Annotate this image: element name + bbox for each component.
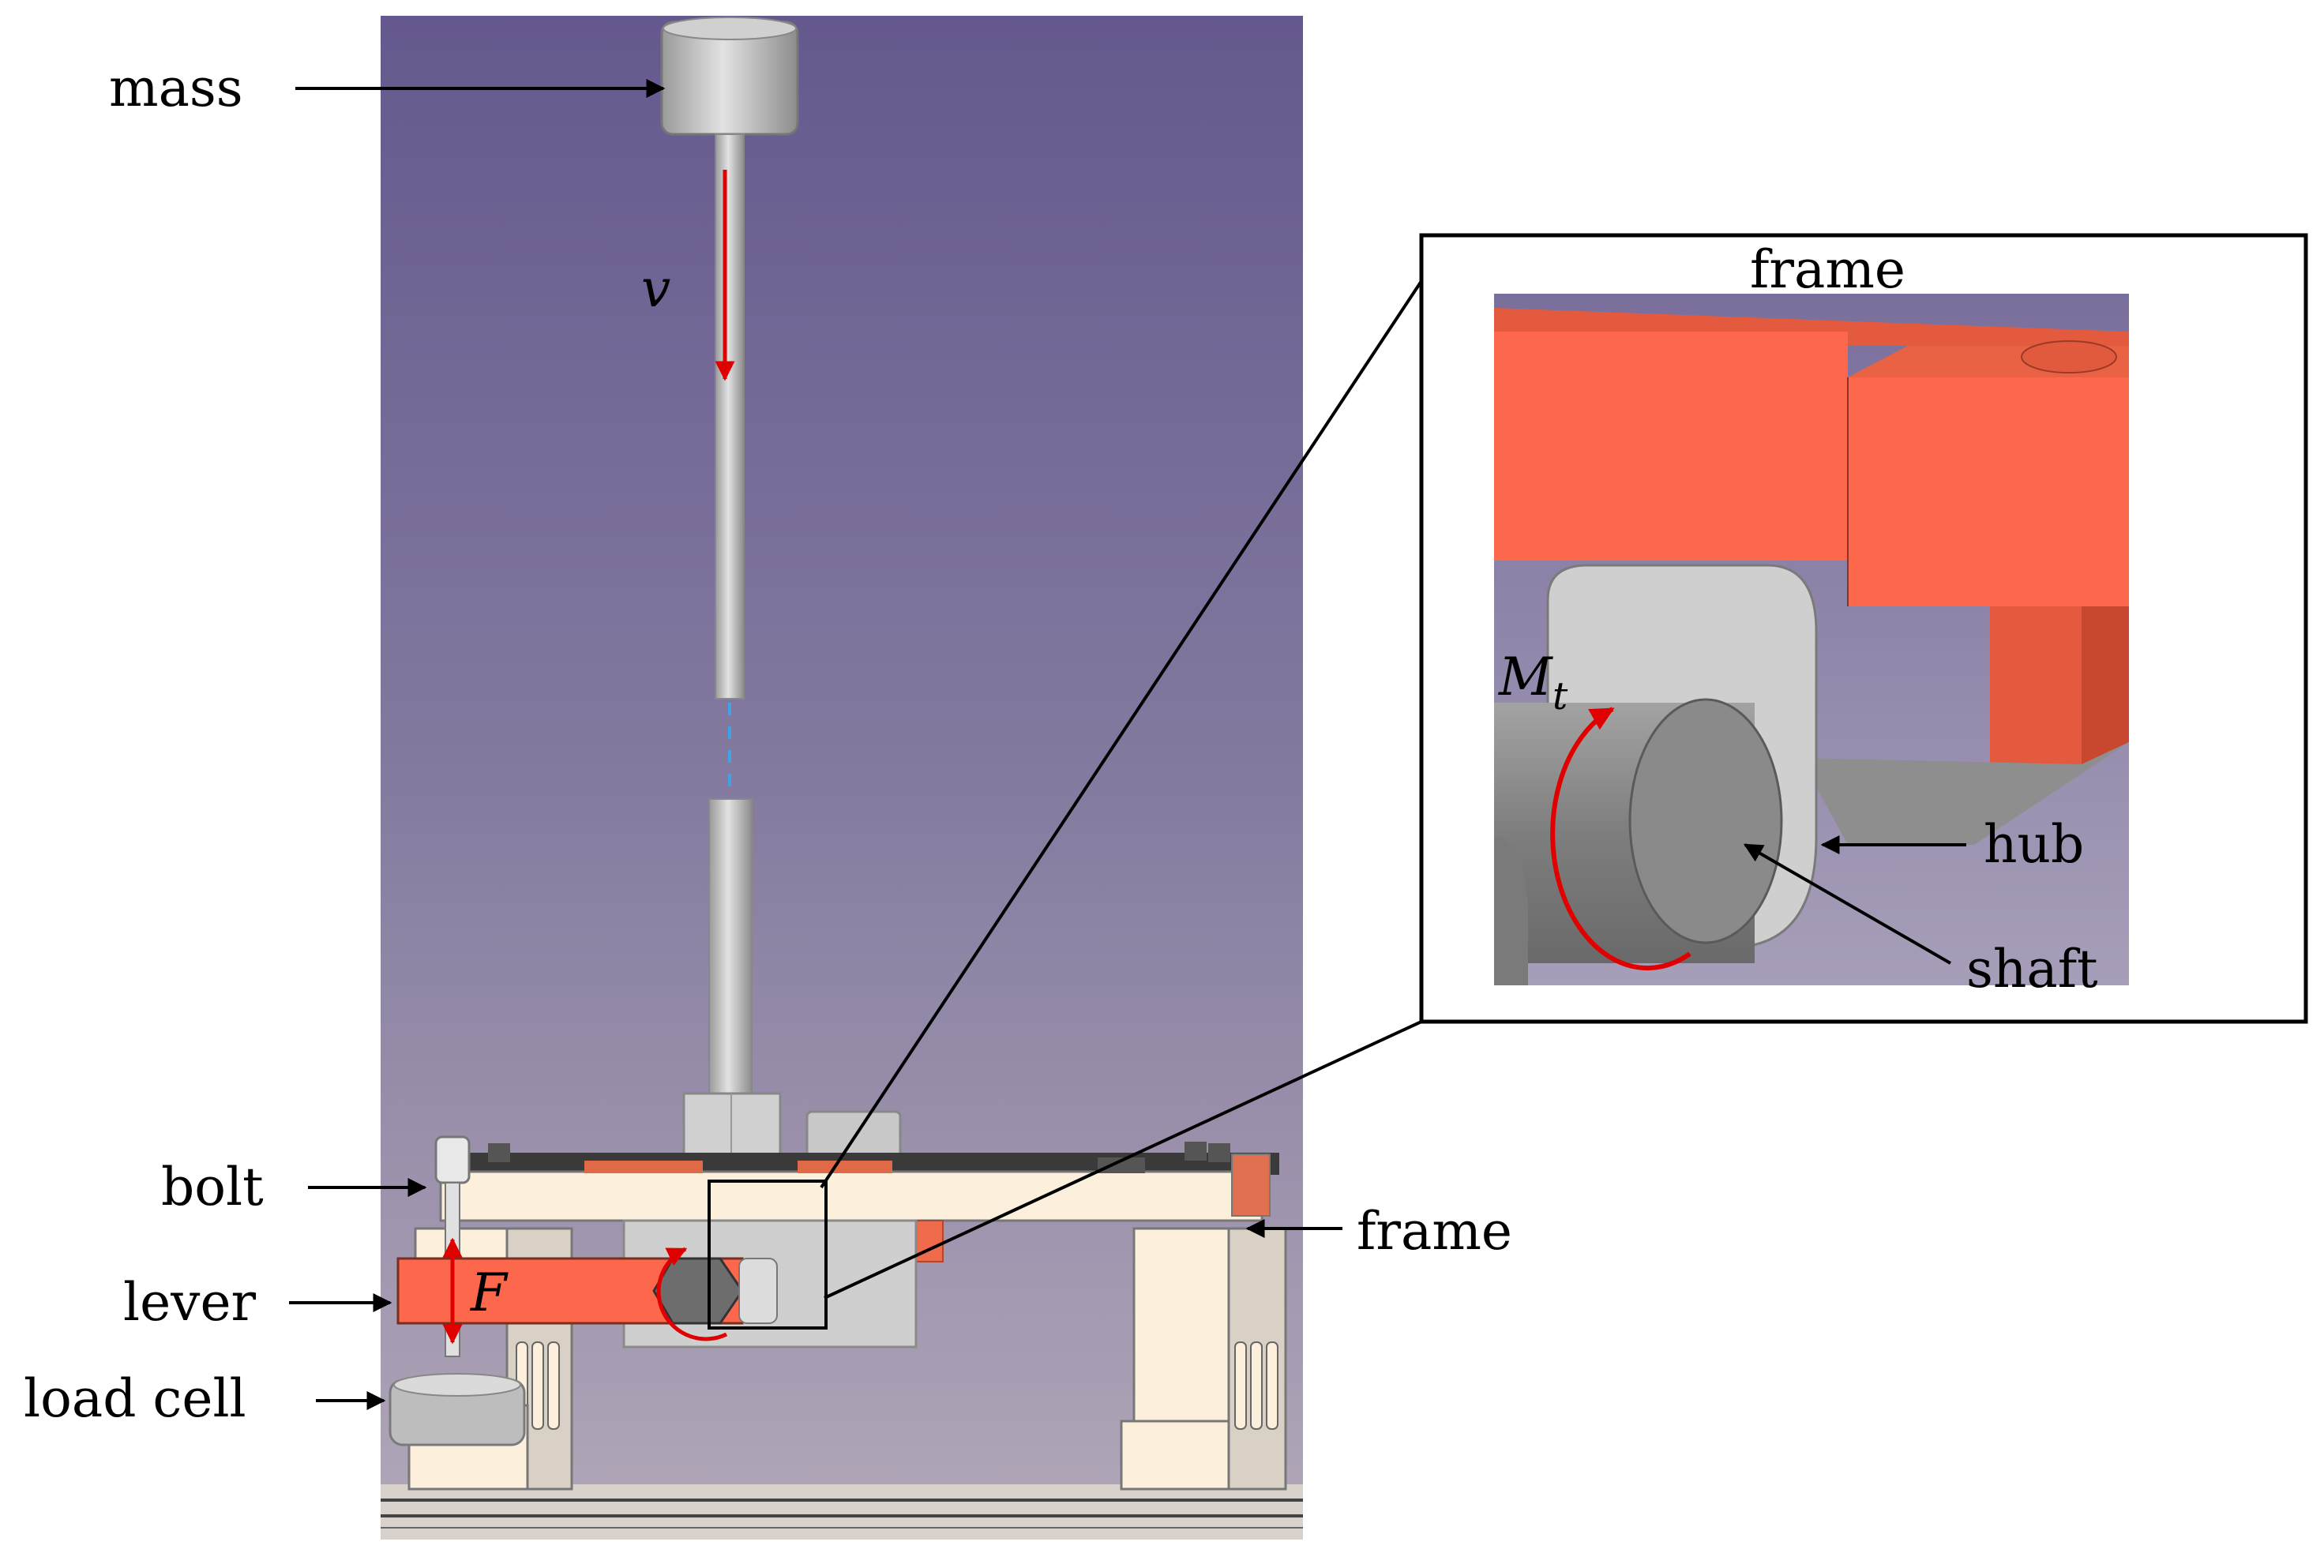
hub-label: hub xyxy=(1984,814,2084,875)
zoom-region xyxy=(708,1180,828,1330)
load-cell xyxy=(389,1373,526,1446)
lever-label: lever xyxy=(123,1272,257,1333)
torque-symbol: M t xyxy=(1498,647,1568,718)
frame-right-support xyxy=(1120,1227,1287,1491)
frame-top-beam xyxy=(439,1153,1279,1222)
velocity-symbol: v xyxy=(641,258,670,319)
lever xyxy=(396,1257,778,1325)
drop-mass xyxy=(660,17,799,136)
lower-rod xyxy=(708,798,753,1098)
inset-detail-view: M t frame hub shaft xyxy=(1419,233,2308,1024)
upper-rod xyxy=(715,133,745,700)
base-platform xyxy=(381,1484,1303,1540)
frame-bolts xyxy=(488,1142,1230,1162)
load-cell-label: load cell xyxy=(24,1368,246,1429)
inset-frame-body xyxy=(1494,308,2129,845)
main-annotations: mass bolt lever load cell frame xyxy=(24,58,1512,1429)
mass-label: mass xyxy=(109,58,243,118)
shaft-label: shaft xyxy=(1966,939,2098,1000)
torque-symbol-base: M xyxy=(1498,647,1553,707)
bolt-label: bolt xyxy=(161,1157,264,1217)
main-frame-label: frame xyxy=(1357,1201,1512,1262)
shaft-leader xyxy=(1743,843,1951,965)
force-symbol: F xyxy=(470,1262,509,1323)
zoom-connector-lower xyxy=(824,1020,1422,1300)
main-cad-view: v xyxy=(381,16,1303,1540)
torque-symbol-subscript: t xyxy=(1552,674,1568,718)
main-rotation-arrow xyxy=(656,1247,728,1341)
torque-arrow xyxy=(1550,707,1691,971)
zoom-connector-upper xyxy=(820,279,1423,1189)
inset-frame-label: frame xyxy=(1750,239,1905,300)
inset-shaft xyxy=(1494,698,1783,985)
